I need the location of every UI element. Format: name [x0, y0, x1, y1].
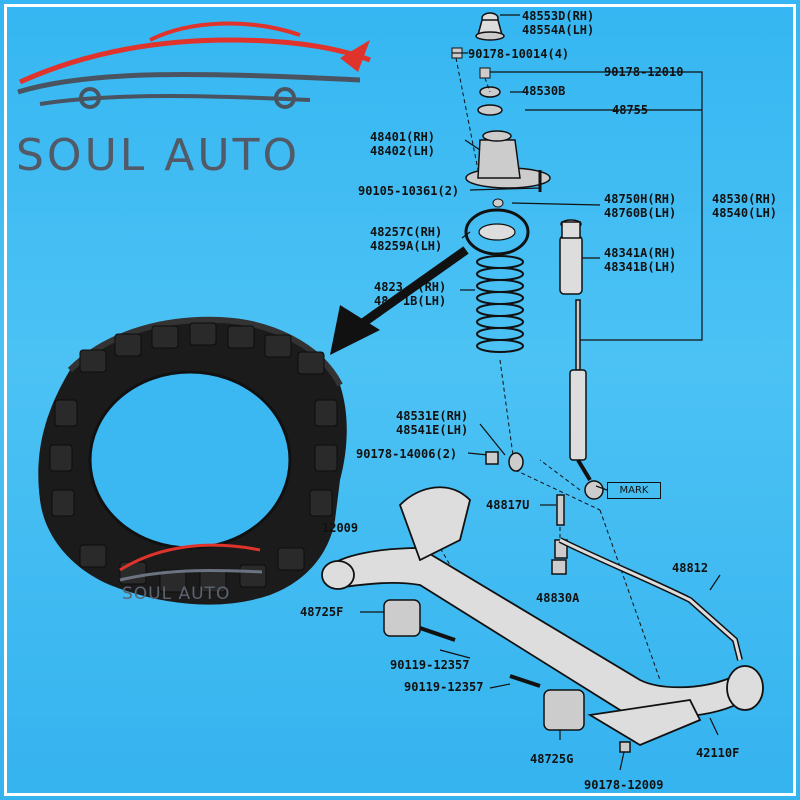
shock-absorber-icon	[569, 299, 604, 500]
part-48812: 48812	[672, 561, 709, 575]
part-48725f: 48725F	[300, 605, 344, 619]
part-48554-lh: 48554A(LH)	[522, 23, 595, 37]
spring-seat-icon	[464, 208, 530, 256]
nut-icon	[485, 451, 499, 465]
mark-label: MARK	[607, 482, 661, 499]
white-frame	[4, 4, 796, 796]
part-48341b-lh: 48341B(LH)	[604, 260, 677, 274]
washer-icon	[477, 86, 503, 116]
part-90119-12357-a: 90119-12357	[390, 658, 470, 672]
part-48402-lh: 48402(LH)	[370, 144, 436, 158]
strut-mount-icon	[465, 130, 551, 189]
part-48725g: 48725G	[530, 752, 574, 766]
car-logo-icon	[17, 21, 371, 109]
washer-icon	[508, 452, 524, 472]
brand-name: SOUL AUTO	[16, 130, 301, 181]
part-48750h-rh: 48750H(RH)	[604, 192, 677, 206]
part-90178-10014: 90178-10014(4)	[468, 47, 570, 61]
part-12009-partial: 12009	[322, 521, 359, 535]
part-48401-rh: 48401(RH)	[370, 130, 436, 144]
part-48341a-rh: 48341A(RH)	[604, 246, 677, 260]
part-48553-rh: 48553D(RH)	[522, 9, 595, 23]
part-48531e-rh: 48531E(RH)	[396, 409, 469, 423]
nut-icon	[479, 67, 491, 79]
part-48540-lh: 48540(LH)	[712, 206, 778, 220]
nut-icon	[492, 198, 504, 208]
bolt-icon	[419, 626, 456, 642]
part-48257c-rh: 48257C(RH)	[370, 225, 443, 239]
nut-icon	[619, 741, 631, 753]
part-48530b: 48530B	[522, 84, 566, 98]
part-90105-10361: 90105-10361(2)	[358, 184, 460, 198]
part-48755: 48755	[612, 103, 649, 117]
part-48541e-lh: 48541E(LH)	[396, 423, 469, 437]
part-48259a-lh: 48259A(LH)	[370, 239, 443, 253]
part-48830a: 48830A	[536, 591, 580, 605]
stabilizer-bar-icon	[558, 537, 743, 661]
rubber-spring-seat-icon	[38, 316, 347, 605]
part-48760b-lh: 48760B(LH)	[604, 206, 677, 220]
coil-spring-icon	[476, 255, 524, 353]
part-48817u: 48817U	[486, 498, 530, 512]
part-90119-12357-b: 90119-12357	[404, 680, 484, 694]
dust-boot-icon	[559, 219, 583, 295]
bushing-icon	[383, 599, 421, 637]
pointer-arrow-icon	[330, 246, 469, 355]
bushing-icon	[543, 689, 585, 731]
part-42110f: 42110F	[696, 746, 740, 760]
rear-axle-beam-icon	[321, 486, 764, 747]
part-4823-rh: 4823 (RH)	[374, 280, 447, 294]
part-48-1b-lh: 48 1B(LH)	[374, 294, 447, 308]
part-90178-12009: 90178-12009	[584, 778, 664, 792]
part-90178-14006: 90178-14006(2)	[356, 447, 458, 461]
part-48530-rh: 48530(RH)	[712, 192, 778, 206]
bolt-icon	[509, 674, 541, 688]
brand-watermark: SOUL AUTO	[122, 584, 231, 604]
part-90178-12010: 90178-12010	[604, 65, 684, 79]
bolt-icon	[556, 494, 565, 526]
bump-stop-cap-icon	[475, 12, 505, 41]
nut-icon	[551, 559, 567, 575]
